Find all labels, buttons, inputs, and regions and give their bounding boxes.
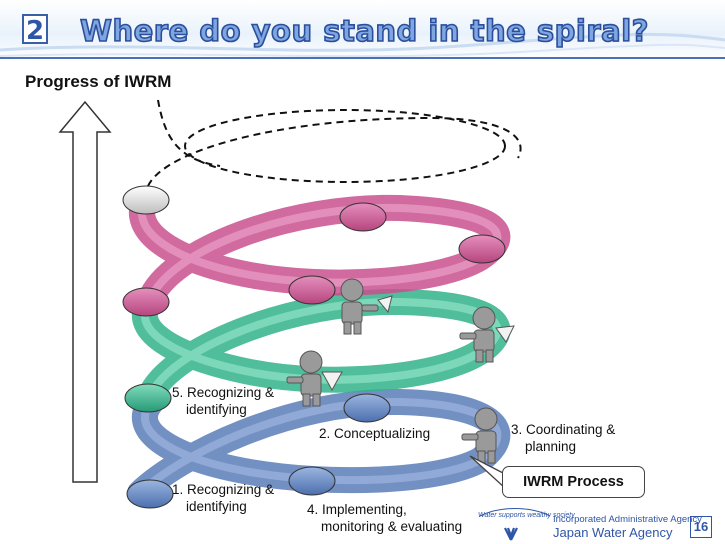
stage-5-label: 5. Recognizing & identifying	[172, 384, 274, 418]
node-blue-stage-1	[126, 479, 174, 509]
stage-5-label-line2: identifying	[186, 402, 247, 417]
stage-1-label-line2: identifying	[186, 499, 247, 514]
stage-4-label: 4. Implementing, monitoring & evaluating	[307, 501, 462, 535]
iwrm-process-callout: IWRM Process	[502, 466, 645, 498]
stage-3-label: 3. Coordinating & planning	[511, 421, 615, 455]
node-pink-2	[288, 275, 336, 305]
node-pink-4	[458, 234, 506, 264]
node-green-stage-5	[124, 383, 172, 413]
node-blue-stage-2	[343, 393, 391, 423]
worker-figure-icon	[459, 306, 515, 363]
stage-3-label-line2: planning	[525, 439, 577, 454]
agency-name-line2: Japan Water Agency	[553, 525, 673, 540]
stage-1-label-line1: 1. Recognizing &	[172, 482, 275, 497]
slide-section-badge: 2	[22, 14, 48, 46]
stage-4-label-line2: monitoring & evaluating	[321, 519, 463, 534]
future-loop-dashed	[147, 99, 522, 187]
header-background	[0, 0, 725, 62]
page-number: 16	[690, 516, 712, 538]
slide-title: Where do you stand in the spiral?	[79, 13, 649, 49]
stage-5-label-line1: 5. Recognizing &	[172, 385, 275, 400]
node-blue-stage-4	[288, 466, 336, 496]
node-pink-1	[122, 287, 170, 317]
japan-water-agency-logo-icon	[479, 508, 551, 541]
header-wave-decoration	[0, 32, 725, 59]
stage-1-label: 1. Recognizing & identifying	[172, 481, 274, 515]
footer-tagline: Water supports wealthy society	[478, 512, 575, 519]
stage-2-label: 2. Conceptualizing	[319, 426, 431, 441]
node-pink-3	[339, 202, 387, 232]
progress-arrow	[58, 100, 112, 483]
worker-figure-icon	[340, 278, 393, 335]
node-future-white	[122, 185, 170, 215]
agency-name-line1: Incorporated Administrative Agency	[553, 514, 702, 525]
progress-axis-label: Progress of IWRM	[25, 72, 172, 91]
stage-4-label-line1: 4. Implementing,	[307, 502, 407, 517]
worker-figure-icon	[461, 407, 498, 464]
stage-3-label-line1: 3. Coordinating &	[511, 422, 616, 437]
worker-figure-icon	[286, 350, 343, 407]
